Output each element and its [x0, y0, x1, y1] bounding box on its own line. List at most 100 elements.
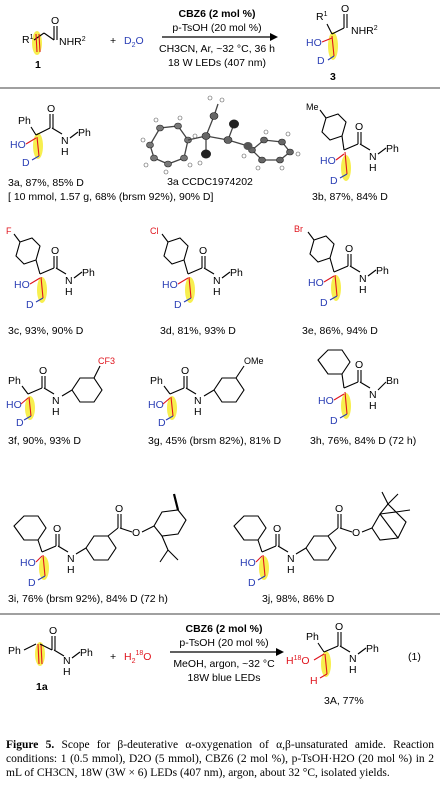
- svg-text:Ph: Ph: [230, 267, 243, 279]
- top-scheme: R1 O NHR2 1 + D2O CBZ6 (2 mol %) p-TsOH …: [22, 3, 378, 83]
- svg-text:D: D: [330, 175, 338, 187]
- svg-text:D: D: [28, 577, 36, 589]
- condition-light: 18 W LEDs (407 nm): [168, 57, 266, 69]
- label-3f: 3f, 90%, 93% D: [8, 435, 81, 447]
- svg-text:N: N: [194, 395, 202, 407]
- svg-text:H: H: [61, 146, 69, 158]
- prod-r1-label: R1: [316, 11, 328, 23]
- svg-text:Ph: Ph: [366, 643, 379, 655]
- svg-text:D: D: [330, 415, 338, 427]
- svg-text:Br: Br: [294, 224, 303, 234]
- svg-text:N: N: [67, 553, 75, 565]
- reactant-1a-label: 1a: [36, 681, 48, 693]
- svg-text:H: H: [369, 400, 377, 412]
- svg-text:Ph: Ph: [376, 265, 389, 277]
- condition-catalyst: CBZ6 (2 mol %): [178, 8, 255, 20]
- svg-text:H: H: [52, 406, 60, 418]
- svg-text:H: H: [359, 284, 367, 296]
- svg-text:H: H: [63, 666, 71, 678]
- svg-text:HO: HO: [162, 279, 178, 291]
- svg-text:HO: HO: [318, 395, 334, 407]
- prod-h: H: [310, 675, 318, 687]
- label-3d: 3d, 81%, 93% D: [160, 325, 236, 337]
- svg-text:N: N: [52, 395, 60, 407]
- svg-text:HO: HO: [14, 279, 30, 291]
- label-3g: 3g, 45% (brsm 82%), 81% D: [148, 435, 281, 447]
- prod-ph: Ph: [306, 631, 319, 643]
- d2o-label: D2O: [124, 35, 144, 49]
- label-3e: 3e, 86%, 94% D: [302, 325, 378, 337]
- plus-sign: +: [110, 35, 116, 47]
- svg-text:N: N: [359, 273, 367, 285]
- svg-text:HO: HO: [10, 139, 26, 151]
- prod-d-label: D: [317, 55, 325, 67]
- compound-3a: Ph O N H Ph HO D: [10, 103, 91, 169]
- svg-text:O: O: [181, 365, 189, 377]
- bottom-ph1: Ph: [8, 645, 21, 657]
- svg-text:N: N: [369, 389, 377, 401]
- compound-3b: Me O NH Ph HO D: [306, 102, 399, 187]
- prod-ho-label: HO: [306, 37, 322, 49]
- label-3i: 3i, 76% (brsm 92%), 84% D (72 h): [8, 593, 168, 605]
- svg-text:D: D: [320, 297, 328, 309]
- svg-text:O: O: [115, 503, 123, 515]
- compound-3c: F O NH Ph HO D: [6, 226, 95, 311]
- svg-text:N: N: [65, 275, 73, 287]
- svg-text:O: O: [49, 625, 57, 637]
- label-3b: 3b, 87%, 84% D: [312, 191, 388, 203]
- product-3A-label: 3A, 77%: [324, 695, 364, 707]
- svg-text:Ph: Ph: [82, 267, 95, 279]
- svg-text:Ph: Ph: [150, 375, 163, 387]
- svg-text:OMe: OMe: [244, 356, 264, 366]
- svg-text:O: O: [345, 243, 353, 255]
- prod-carbonyl-o: O: [341, 3, 349, 15]
- svg-text:Me: Me: [306, 102, 319, 112]
- compound-3g: Ph O NH OMe HO D: [148, 356, 264, 429]
- label-3c: 3c, 93%, 90% D: [8, 325, 84, 337]
- svg-text:CF3: CF3: [98, 356, 115, 366]
- svg-text:O: O: [335, 621, 343, 633]
- bottom-cond-solvent: MeOH, argon, ~32 °C: [173, 658, 275, 670]
- condition-acid: p-TsOH (20 mol %): [172, 22, 261, 34]
- svg-text:D: D: [174, 299, 182, 311]
- scheme-figure: R1 O NHR2 1 + D2O CBZ6 (2 mol %) p-TsOH …: [0, 3, 440, 707]
- svg-text:O: O: [273, 523, 281, 535]
- compound-3d: Cl O NH Ph HO D: [150, 226, 243, 311]
- bottom-cond-catalyst: CBZ6 (2 mol %): [185, 623, 262, 635]
- product-3-label: 3: [330, 71, 336, 83]
- svg-text:N: N: [63, 655, 71, 667]
- svg-text:H: H: [194, 406, 202, 418]
- svg-text:N: N: [61, 135, 69, 147]
- label-3a-scale: [ 10 mmol, 1.57 g, 68% (brsm 92%), 90% D…: [8, 191, 213, 203]
- compound-3e: Br O NH Ph HO D: [294, 224, 389, 309]
- svg-text:HO: HO: [308, 277, 324, 289]
- caption-text: Scope for β-deuterative α-oxygenation of…: [6, 739, 434, 779]
- compound-3j: O NH O O HO D: [233, 491, 411, 589]
- svg-text:D: D: [16, 417, 24, 429]
- svg-text:D: D: [26, 299, 34, 311]
- svg-text:HO: HO: [240, 557, 256, 569]
- svg-text:O: O: [51, 245, 59, 257]
- svg-text:N: N: [213, 275, 221, 287]
- equation-number: (1): [408, 651, 421, 663]
- bottom-cond-acid: p-TsOH (20 mol %): [179, 637, 268, 649]
- svg-text:H: H: [369, 162, 377, 174]
- svg-text:Bn: Bn: [386, 375, 399, 387]
- reactant-1-label: 1: [35, 59, 41, 71]
- caption-figure-number: Figure 5.: [6, 739, 55, 751]
- r1-label: R1: [22, 34, 34, 46]
- prod-h18o: H18O: [286, 655, 310, 667]
- label-3a: 3a, 87%, 85% D: [8, 177, 84, 189]
- svg-text:O: O: [132, 527, 140, 539]
- condition-solvent: CH3CN, Ar, ~32 °C, 36 h: [159, 43, 275, 55]
- carbonyl-o: O: [51, 15, 59, 27]
- svg-text:Cl: Cl: [150, 226, 159, 236]
- svg-text:O: O: [355, 359, 363, 371]
- svg-text:O: O: [199, 245, 207, 257]
- svg-text:D: D: [22, 157, 30, 169]
- h218o-label: H218O: [124, 650, 151, 665]
- svg-text:O: O: [352, 527, 360, 539]
- bottom-ph2: Ph: [80, 647, 93, 659]
- svg-text:N: N: [287, 553, 295, 565]
